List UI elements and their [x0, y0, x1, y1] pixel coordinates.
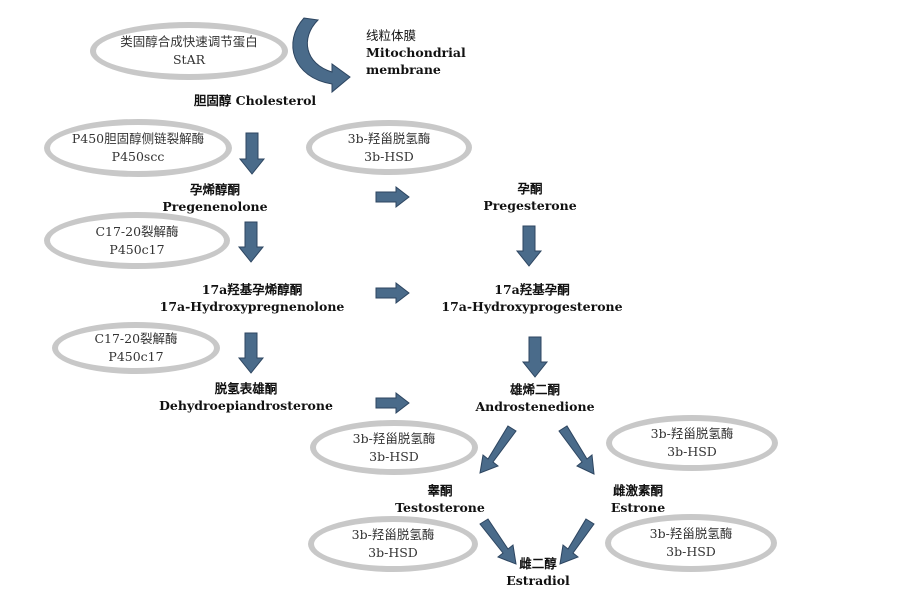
arrow-cholesterol-to-pregnenolone — [238, 132, 266, 175]
arrow-hydroxypregnenolone-to-dhea — [237, 332, 265, 374]
arrow-hydroxyprogesterone-to-androstenedione — [521, 336, 549, 378]
arrow-progesterone-to-hydroxyprogesterone — [515, 225, 543, 267]
arrow-androstenedione-to-estrone — [558, 425, 595, 475]
arrow-testosterone-to-estradiol — [479, 518, 517, 565]
arrow-hydroxypregnenolone-to-hydroxyprogesterone — [375, 281, 410, 305]
arrow-androstenedione-to-testosterone — [479, 425, 517, 474]
membrane-label: 线粒体膜 Mitochondrial membrane — [366, 28, 466, 77]
arrow-estrone-to-estradiol — [559, 518, 595, 565]
compound-cholesterol: 胆固醇 Cholesterol — [193, 93, 317, 108]
arrow-pregnenolone-to-progesterone — [375, 185, 410, 209]
membrane-curved-arrow — [292, 17, 351, 94]
arrow-dhea-to-androstenedione — [375, 391, 410, 415]
arrow-pregnenolone-to-hydroxypregnenolone — [237, 221, 265, 263]
